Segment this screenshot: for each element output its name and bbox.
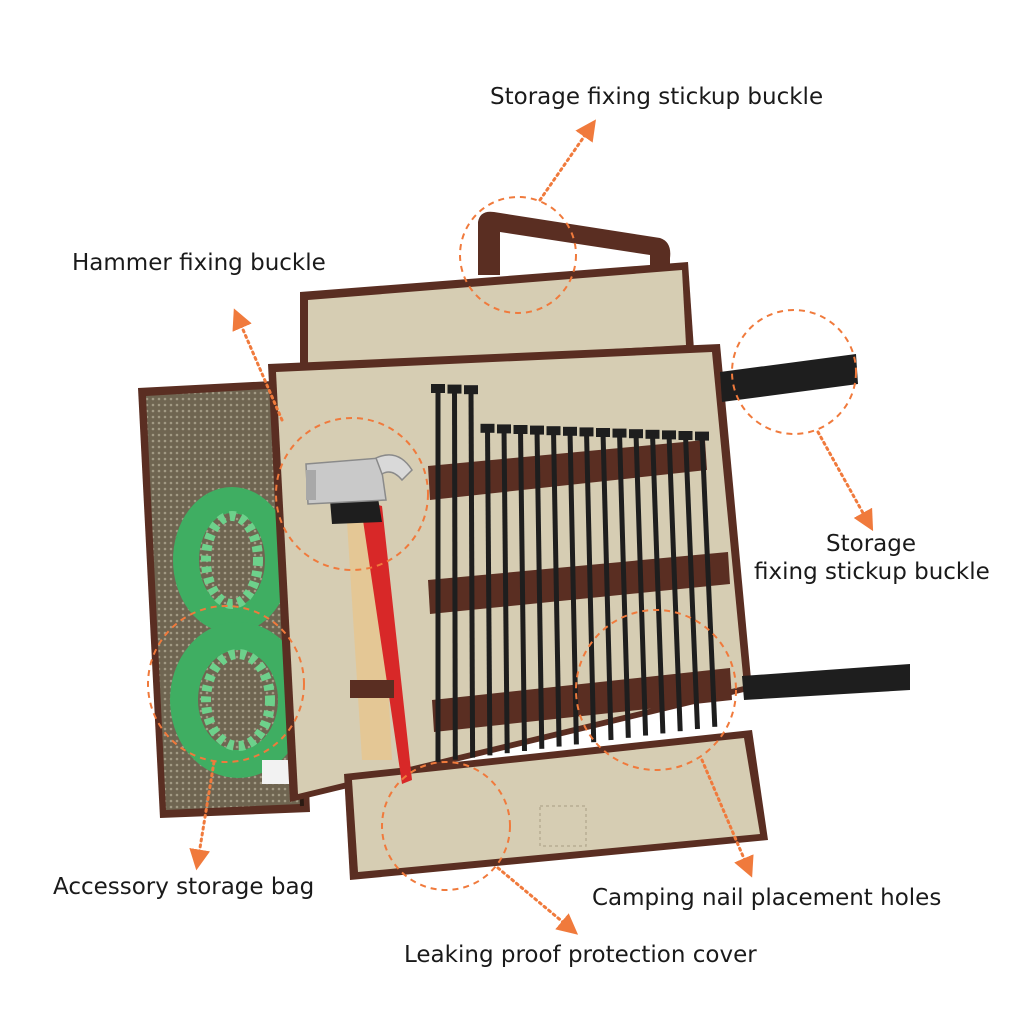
tent-peg-head xyxy=(563,426,577,436)
callout-circle-nail-holes xyxy=(575,609,737,771)
tent-peg xyxy=(666,434,683,732)
velcro-strap-icon xyxy=(720,354,910,700)
top-strap-loop xyxy=(478,211,671,275)
tent-peg xyxy=(584,431,597,743)
leaking-proof-protection-cover xyxy=(344,730,768,880)
tent-peg xyxy=(633,433,649,736)
tent-peg-head xyxy=(530,425,544,435)
tent-peg-head xyxy=(695,431,709,441)
callout-circle-top-buckle xyxy=(459,196,577,314)
top-flap xyxy=(300,262,694,372)
tent-peg xyxy=(452,388,458,760)
tent-peg xyxy=(534,429,545,749)
tent-peg xyxy=(518,428,527,752)
tent-peg-head xyxy=(596,428,610,437)
tent-peg-head xyxy=(431,384,445,393)
label-protection-cover: Leaking proof protection cover xyxy=(404,942,757,968)
leader-hammer xyxy=(232,308,284,422)
label-hammer-buckle: Hammer fixing buckle xyxy=(72,250,326,276)
tent-peg-head xyxy=(612,428,627,438)
tent-peg xyxy=(600,431,614,741)
tent-peg-head xyxy=(546,426,561,436)
tent-peg-head xyxy=(447,384,462,394)
callout-circle-side-buckle xyxy=(731,309,857,435)
tent-peg-head xyxy=(497,424,511,434)
label-side-buckle-line2: fixing stickup buckle xyxy=(754,559,990,585)
tent-peg-head xyxy=(662,430,676,440)
label-accessory-bag: Accessory storage bag xyxy=(53,874,315,900)
tent-peg xyxy=(485,427,493,756)
tent-peg-icon xyxy=(431,384,718,762)
tent-peg xyxy=(683,434,700,730)
tent-peg xyxy=(468,389,476,758)
tent-peg xyxy=(699,435,718,727)
tent-peg-head xyxy=(579,427,594,437)
tent-peg-head xyxy=(480,423,495,433)
tent-peg xyxy=(650,433,666,734)
tent-peg-head xyxy=(464,385,478,395)
hammer-icon xyxy=(305,454,413,784)
tent-peg xyxy=(501,428,510,754)
tent-peg-head xyxy=(645,429,660,439)
callout-circle-protection-cover xyxy=(381,761,511,891)
callout-circle-accessory-bag xyxy=(147,605,305,763)
tent-peg xyxy=(617,432,631,738)
callout-circle-hammer xyxy=(275,417,429,571)
tent-peg-head xyxy=(513,425,528,434)
label-top-buckle: Storage fixing stickup buckle xyxy=(490,84,824,110)
leader-nail-holes xyxy=(700,758,754,878)
tent-peg-head xyxy=(678,431,693,440)
leader-side-buckle xyxy=(816,430,874,532)
label-side-buckle-line1: Storage xyxy=(826,531,916,557)
leader-top-buckle xyxy=(538,119,596,202)
tent-peg xyxy=(567,430,579,745)
tent-peg xyxy=(551,430,562,747)
tent-peg-head xyxy=(629,429,643,439)
label-nail-holes: Camping nail placement holes xyxy=(592,885,942,911)
leader-protection-cover xyxy=(496,866,579,935)
leader-accessory-bag xyxy=(189,760,216,871)
